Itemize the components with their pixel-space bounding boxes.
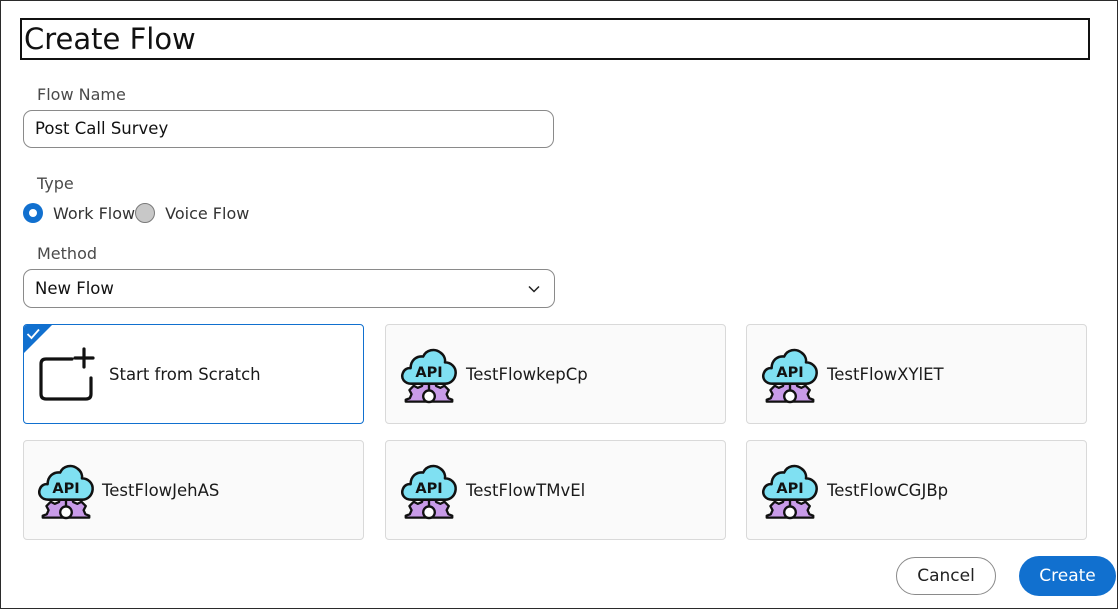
api-icon-text: API (776, 481, 803, 497)
dialog-title: Create Flow (24, 22, 196, 56)
api-icon-text: API (776, 365, 803, 381)
dialog-title-box: Create Flow (20, 18, 1090, 60)
flow-name-label: Flow Name (37, 85, 126, 104)
template-card-label: TestFlowXYlET (827, 364, 944, 384)
create-button[interactable]: Create (1019, 556, 1116, 596)
api-cloud-gear-icon: API (759, 343, 821, 405)
api-cloud-gear-icon: API (398, 343, 460, 405)
api-cloud-gear-icon: API (398, 459, 460, 521)
chevron-down-icon (528, 285, 540, 293)
cancel-button[interactable]: Cancel (896, 557, 996, 595)
radio-work-flow[interactable]: Work Flow (23, 203, 135, 223)
add-canvas-icon (39, 347, 95, 401)
method-select[interactable]: New Flow (23, 269, 555, 308)
checkmark-icon (24, 325, 52, 353)
template-card-testflowxylet[interactable]: API TestFlowXYlET (746, 324, 1087, 424)
api-icon-text: API (415, 365, 442, 381)
template-card-label: Start from Scratch (109, 364, 261, 384)
api-icon-text: API (415, 481, 442, 497)
flow-name-input[interactable]: Post Call Survey (23, 110, 554, 148)
radio-selected-indicator (23, 203, 43, 223)
radio-work-flow-label: Work Flow (53, 203, 136, 223)
radio-unselected-indicator (135, 203, 156, 223)
template-card-label: TestFlowkepCp (466, 364, 588, 384)
api-cloud-gear-icon: API (35, 459, 97, 521)
type-radio-group: Work Flow Voice Flow (23, 201, 249, 225)
api-icon-text: API (52, 481, 79, 497)
template-card-testflowkepcp[interactable]: API TestFlowkepCp (385, 324, 726, 424)
template-card-label: TestFlowTMvEl (466, 480, 586, 500)
method-select-value: New Flow (35, 279, 114, 298)
template-card-start-from-scratch[interactable]: Start from Scratch (23, 324, 364, 424)
template-card-label: TestFlowJehAS (102, 480, 220, 500)
template-card-testflowtmvel[interactable]: API TestFlowTMvEl (385, 440, 726, 540)
radio-voice-flow-label: Voice Flow (165, 203, 250, 223)
template-card-label: TestFlowCGJBp (827, 480, 949, 500)
template-card-testflowcgjbp[interactable]: API TestFlowCGJBp (746, 440, 1087, 540)
method-label: Method (37, 244, 98, 263)
type-label: Type (37, 174, 74, 193)
template-card-testflowjehas[interactable]: API TestFlowJehAS (23, 440, 364, 540)
radio-voice-flow[interactable]: Voice Flow (135, 203, 249, 223)
api-cloud-gear-icon: API (759, 459, 821, 521)
